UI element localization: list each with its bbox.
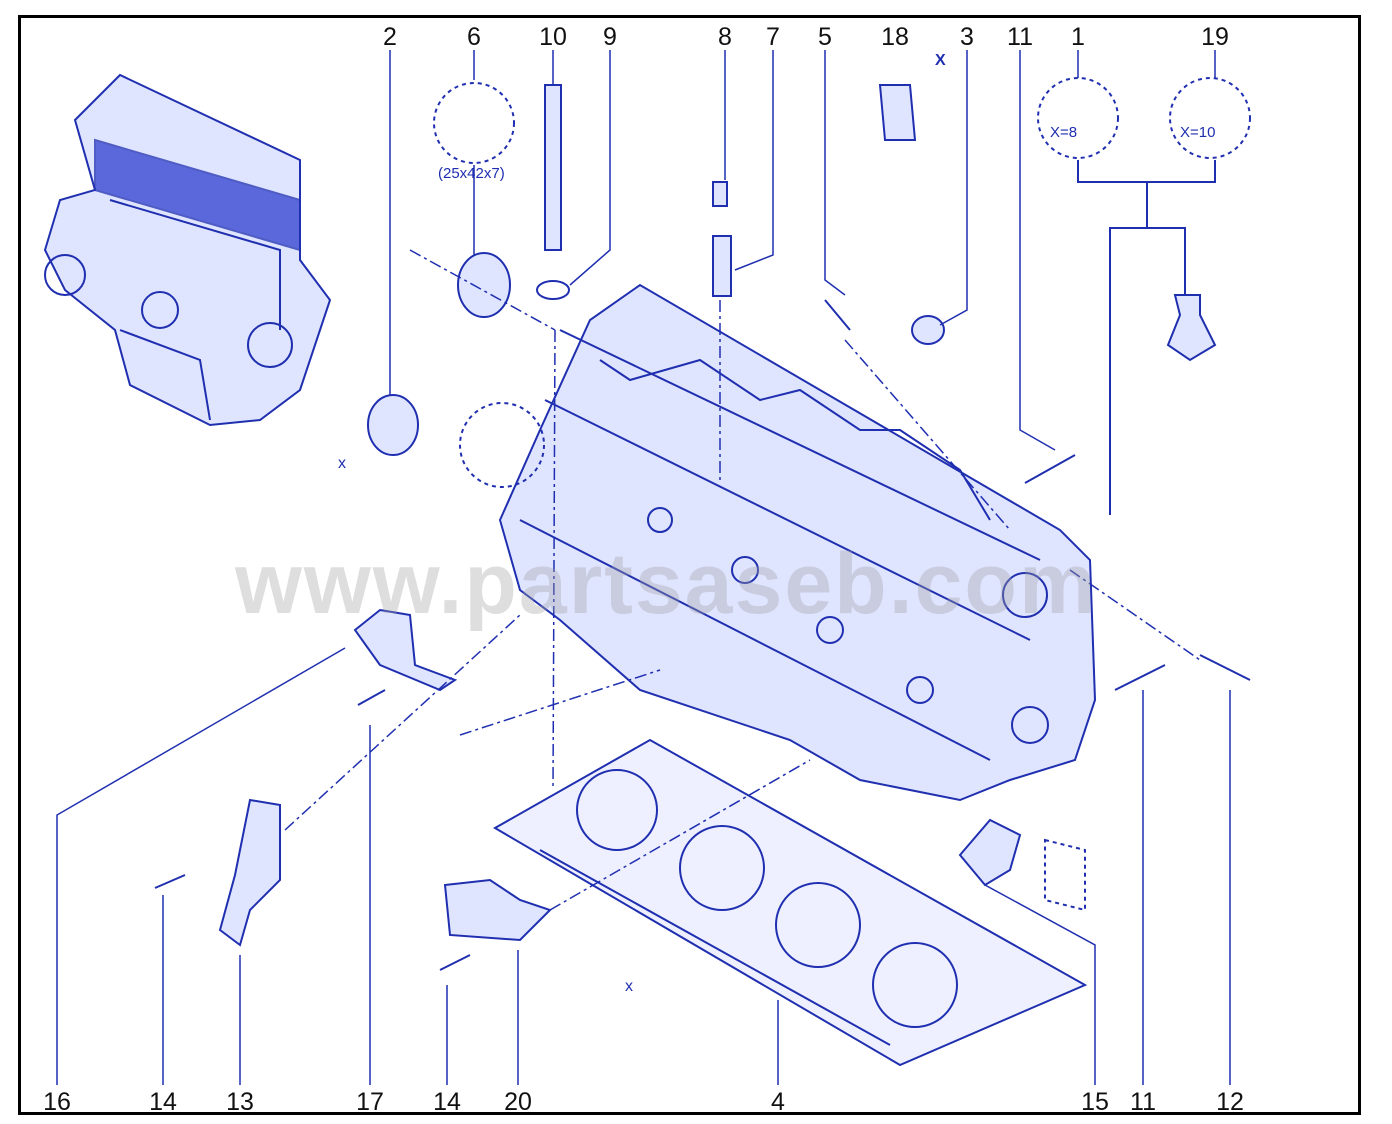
- callout-5: 5: [818, 23, 832, 51]
- x-dimension-plug: x: [338, 455, 346, 472]
- callout-11-top: 11: [1007, 23, 1033, 51]
- callout-14-left: 14: [149, 1088, 177, 1116]
- watermark: www.partsaseb.com: [235, 536, 1098, 632]
- callout-17: 17: [356, 1088, 384, 1116]
- leader-lines: [56, 50, 1231, 1085]
- head-gasket: [492, 738, 1088, 1067]
- callout-15: 15: [1081, 1088, 1109, 1116]
- callout-3: 3: [960, 23, 974, 51]
- x-dimension-gasket: x: [625, 978, 633, 995]
- callout-14-right: 14: [433, 1088, 461, 1116]
- parts: [154, 77, 1251, 971]
- callout-18: 18: [881, 23, 909, 51]
- callout-8: 8: [718, 23, 732, 51]
- callout-2: 2: [383, 23, 397, 51]
- detail-1-label: X=8: [1050, 124, 1078, 141]
- seal-size-label: (25x42x7): [438, 165, 505, 182]
- callout-16: 16: [43, 1088, 71, 1116]
- callout-9: 9: [603, 23, 617, 51]
- callout-6: 6: [467, 23, 481, 51]
- callout-10: 10: [539, 23, 567, 51]
- x-dimension-marker: X: [935, 52, 946, 69]
- callout-12: 12: [1216, 1088, 1244, 1116]
- callout-20: 20: [504, 1088, 532, 1116]
- callout-7: 7: [766, 23, 780, 51]
- cylinder-head: [498, 283, 1097, 802]
- callout-19: 19: [1201, 23, 1229, 51]
- callout-1: 1: [1071, 23, 1085, 51]
- engine-thumbnail: [43, 73, 332, 427]
- callout-11-bottom: 11: [1130, 1088, 1156, 1116]
- callout-13: 13: [226, 1088, 254, 1116]
- detail-19-label: X=10: [1180, 124, 1216, 141]
- callout-4: 4: [771, 1088, 785, 1116]
